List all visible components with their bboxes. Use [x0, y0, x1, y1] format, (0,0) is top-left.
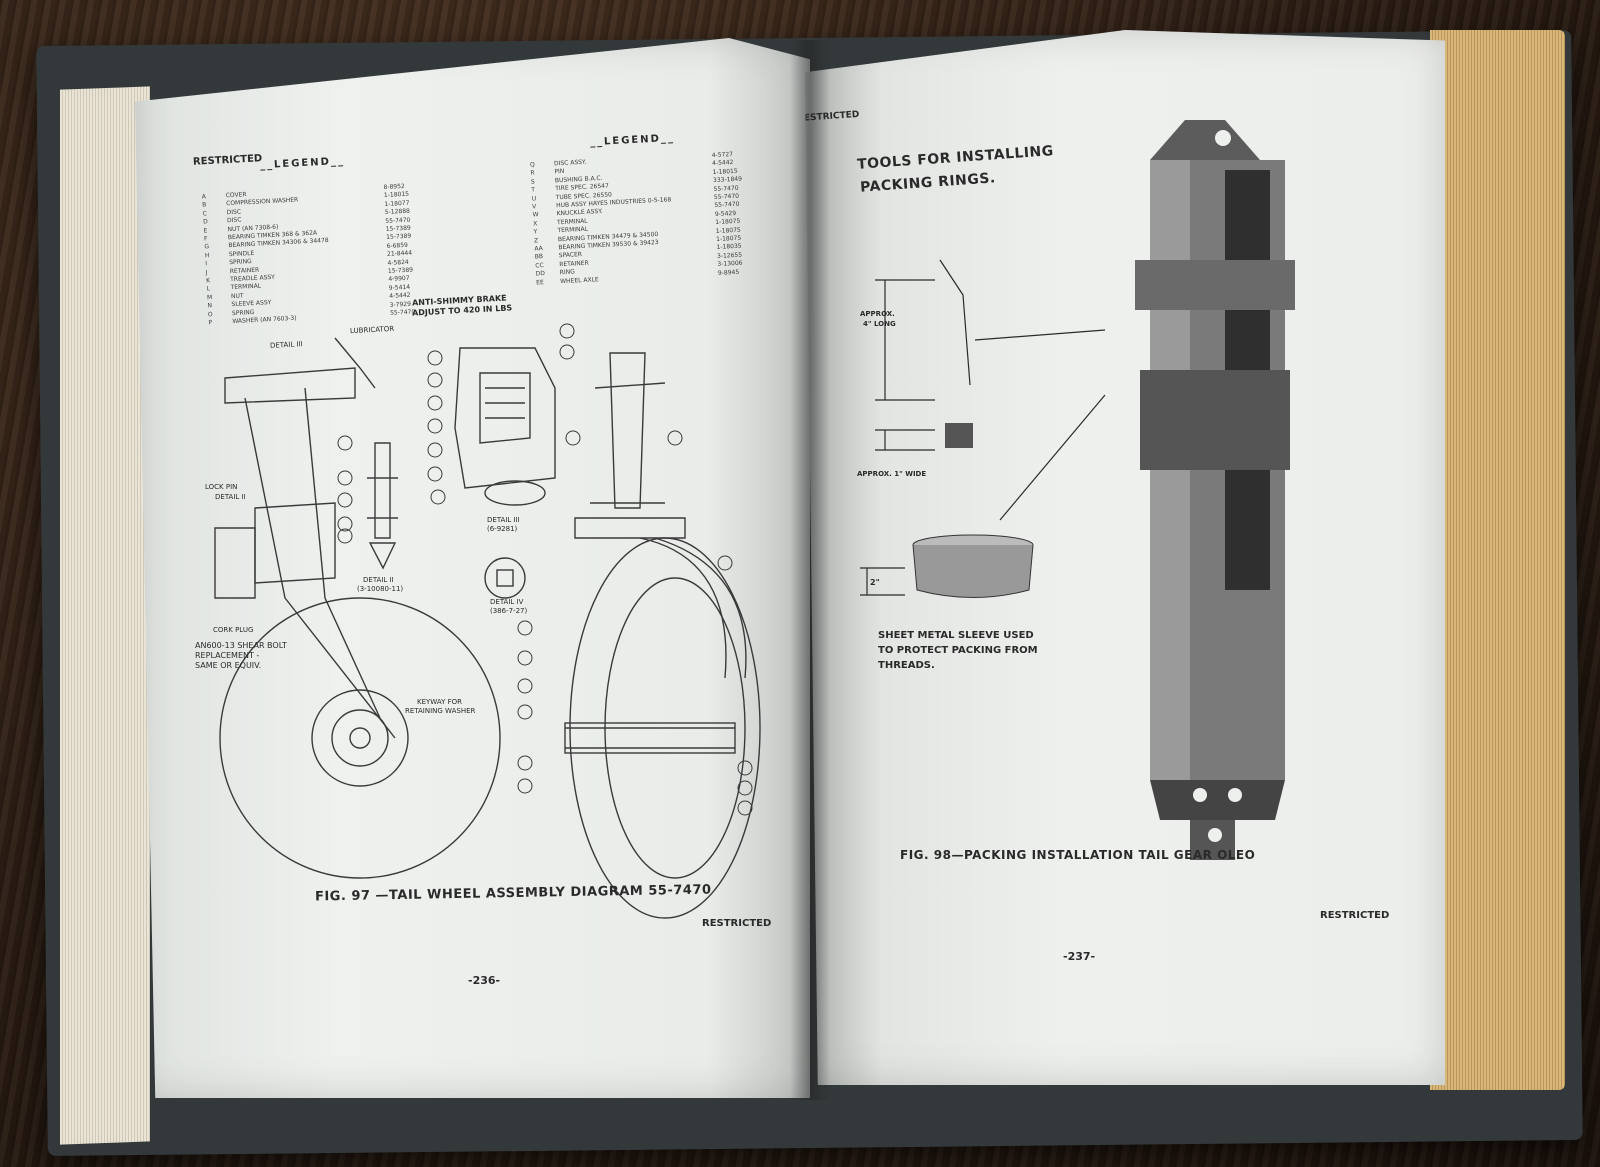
right-page: RESTRICTED TOOLS FOR INSTALLING PACKING … — [805, 30, 1445, 1085]
figure-98-caption: FIG. 98—PACKING INSTALLATION TAIL GEAR O… — [900, 848, 1256, 862]
legend-title-right: __LEGEND__ — [589, 132, 676, 149]
detail-ii-label: DETAIL II — [363, 576, 394, 584]
legend-title-left: __LEGEND__ — [259, 155, 346, 172]
shear-bolt-label-3: SAME OR EQUIV. — [195, 661, 262, 670]
left-page-header: RESTRICTED — [192, 153, 263, 168]
shear-bolt-label-2: REPLACEMENT - — [195, 651, 260, 660]
cork-plug-label: CORK PLUG — [213, 626, 254, 634]
approx-long-label-1: APPROX. — [860, 310, 895, 318]
detail-iv-label: DETAIL IV — [490, 598, 524, 606]
left-page-number: -236- — [468, 974, 501, 987]
left-page-edges — [60, 86, 150, 1145]
sleeve-note-line-1: SHEET METAL SLEEVE USED — [878, 630, 1034, 641]
book-gutter — [790, 40, 830, 1100]
detail-iii-number: (6-9281) — [487, 525, 518, 533]
tail-wheel-assembly-drawing — [214, 323, 761, 919]
wheel-outline — [219, 597, 501, 879]
sleeve-ring — [912, 534, 1034, 598]
left-page-footer: RESTRICTED — [702, 918, 772, 929]
detail-ii-number: (3-10080-11) — [357, 585, 404, 593]
detail-iv-number: (386-7-27) — [490, 607, 528, 615]
lock-pin-label: LOCK PIN — [205, 483, 238, 491]
oleo-strut — [1135, 120, 1295, 860]
packing-ring-piece — [945, 423, 973, 448]
detail-ii-left-label: DETAIL II — [215, 493, 246, 501]
tail-gear-oleo-drawing — [860, 120, 1295, 860]
detail-iii-top-label: DETAIL III — [269, 340, 303, 350]
approx-wide-label: APPROX. 1" WIDE — [857, 470, 927, 478]
shear-bolt-label-1: AN600-13 SHEAR BOLT — [195, 641, 287, 650]
legend-part-number: 9-8945 — [717, 268, 740, 277]
keyway-label-1: KEYWAY FOR — [417, 698, 462, 706]
approx-long-label-2: 4" LONG — [863, 320, 896, 328]
right-page-footer: RESTRICTED — [1320, 910, 1390, 921]
sleeve-note-line-3: THREADS. — [878, 660, 935, 671]
keyway-label-2: RETAINING WASHER — [405, 707, 476, 715]
detail-iii-label: DETAIL III — [487, 516, 520, 524]
dimension-2-inch: 2" — [870, 578, 880, 587]
sleeve-note-line-2: TO PROTECT PACKING FROM — [878, 645, 1038, 656]
right-page-number: -237- — [1063, 950, 1096, 963]
right-page-edges — [1430, 30, 1565, 1090]
